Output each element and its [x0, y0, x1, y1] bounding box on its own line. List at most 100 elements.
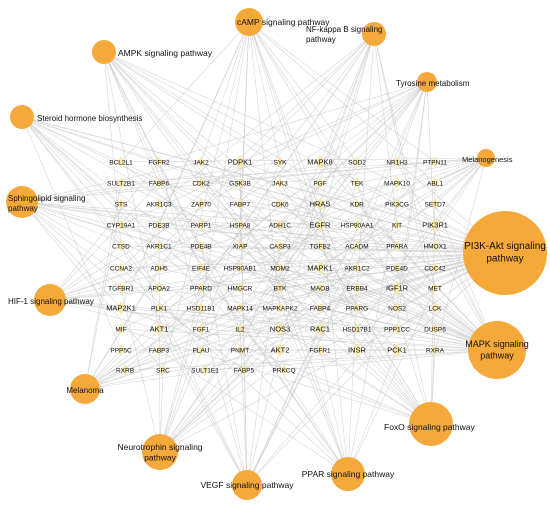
pathway-node-p10[interactable]	[468, 321, 526, 379]
pathway-node-p13[interactable]	[142, 434, 178, 470]
gene-node-maob[interactable]	[316, 282, 324, 294]
gene-node-apoa2[interactable]	[155, 282, 163, 294]
gene-node-btk[interactable]	[276, 282, 284, 294]
gene-node-hsd11b1[interactable]	[197, 302, 205, 314]
gene-node-jak2[interactable]	[197, 156, 205, 168]
pathway-node-p14[interactable]	[331, 457, 365, 491]
pathway-node-p6[interactable]	[477, 149, 495, 167]
gene-node-pgf[interactable]	[316, 177, 324, 189]
gene-node-nr1h3[interactable]	[393, 156, 401, 168]
gene-node-kdr[interactable]	[353, 198, 361, 210]
gene-node-hsp90aa1[interactable]	[353, 219, 361, 231]
pathway-node-p4[interactable]	[417, 72, 437, 92]
gene-node-pde4d[interactable]	[393, 262, 401, 274]
gene-node-fabp6[interactable]	[155, 177, 163, 189]
gene-node-tek[interactable]	[353, 177, 361, 189]
gene-node-sult1e1[interactable]	[201, 364, 209, 376]
gene-node-adh1c[interactable]	[276, 219, 284, 231]
gene-node-cdk2[interactable]	[197, 177, 205, 189]
gene-node-cyp19a1[interactable]	[117, 219, 125, 231]
pathway-node-p7[interactable]	[6, 186, 38, 218]
gene-node-ctsd[interactable]	[117, 240, 125, 252]
gene-node-hmgcr[interactable]	[236, 282, 244, 294]
gene-node-map2k1[interactable]	[116, 301, 126, 315]
gene-node-egfr[interactable]	[315, 218, 325, 232]
gene-node-syk[interactable]	[276, 156, 284, 168]
gene-node-mif[interactable]	[117, 323, 125, 335]
gene-node-hsp90ab1[interactable]	[236, 262, 244, 274]
gene-node-zap70[interactable]	[197, 198, 205, 210]
gene-node-acadm[interactable]	[353, 240, 361, 252]
gene-node-mapk8[interactable]	[315, 155, 325, 169]
gene-node-ppp5c[interactable]	[117, 344, 125, 356]
gene-node-nos3[interactable]	[275, 322, 285, 336]
gene-node-mapk14[interactable]	[236, 302, 244, 314]
gene-node-erbb4[interactable]	[353, 282, 361, 294]
gene-node-il2[interactable]	[236, 323, 244, 335]
gene-node-pik3r1[interactable]	[430, 218, 440, 232]
gene-node-bcl2l1[interactable]	[117, 156, 125, 168]
gene-node-rac1[interactable]	[315, 322, 325, 336]
gene-node-akt1[interactable]	[154, 322, 164, 336]
pathway-node-p15[interactable]	[232, 470, 262, 500]
gene-node-ccna2[interactable]	[117, 262, 125, 274]
gene-node-pdpk1[interactable]	[235, 155, 245, 169]
pathway-node-p3[interactable]	[92, 40, 116, 64]
pathway-node-p12[interactable]	[409, 402, 453, 446]
gene-node-ptpn11[interactable]	[431, 156, 439, 168]
gene-node-met[interactable]	[431, 282, 439, 294]
gene-node-cdc42[interactable]	[431, 262, 439, 274]
gene-node-plk1[interactable]	[155, 302, 163, 314]
pathway-node-p9[interactable]	[34, 284, 66, 316]
gene-node-pparg[interactable]	[353, 302, 361, 314]
gene-node-plau[interactable]	[197, 344, 205, 356]
gene-node-nos2[interactable]	[393, 302, 401, 314]
gene-node-fabp4[interactable]	[316, 302, 324, 314]
gene-node-fabp7[interactable]	[236, 198, 244, 210]
gene-node-hras[interactable]	[315, 197, 325, 211]
gene-node-cdk6[interactable]	[276, 198, 284, 210]
gene-node-fabp5[interactable]	[240, 364, 248, 376]
gene-node-hmox1[interactable]	[431, 240, 439, 252]
gene-node-eif4e[interactable]	[197, 262, 205, 274]
gene-node-prkcq[interactable]	[280, 364, 288, 376]
gene-node-pde3b[interactable]	[155, 219, 163, 231]
gene-node-kit[interactable]	[393, 219, 401, 231]
pathway-node-p5[interactable]	[10, 105, 34, 129]
gene-node-mapk10[interactable]	[393, 177, 401, 189]
gene-node-gsk3b[interactable]	[236, 177, 244, 189]
gene-node-akr1c2[interactable]	[353, 262, 361, 274]
gene-node-jak3[interactable]	[276, 177, 284, 189]
gene-node-parp1[interactable]	[197, 219, 205, 231]
pathway-node-p8[interactable]	[463, 211, 547, 295]
gene-node-hspa8[interactable]	[236, 219, 244, 231]
pathway-node-p2[interactable]	[362, 22, 386, 46]
gene-node-sult2b1[interactable]	[117, 177, 125, 189]
gene-node-pde4b[interactable]	[197, 240, 205, 252]
gene-node-xiap[interactable]	[236, 240, 244, 252]
pathway-node-p1[interactable]	[235, 8, 263, 36]
gene-node-ppp1cc[interactable]	[393, 323, 401, 335]
gene-node-abl1[interactable]	[431, 177, 439, 189]
gene-node-casp3[interactable]	[276, 240, 284, 252]
gene-node-fgfr1[interactable]	[316, 344, 324, 356]
gene-node-akt2[interactable]	[275, 343, 285, 357]
gene-node-hsd17b1[interactable]	[353, 323, 361, 335]
gene-node-pik3cg[interactable]	[393, 198, 401, 210]
gene-node-mapkapk2[interactable]	[276, 302, 284, 314]
gene-node-pck1[interactable]	[392, 343, 402, 357]
gene-node-dusp6[interactable]	[431, 323, 439, 335]
gene-node-akr1c1[interactable]	[155, 240, 163, 252]
gene-node-lck[interactable]	[431, 302, 439, 314]
gene-node-igf1r[interactable]	[392, 281, 402, 295]
gene-node-pnmt[interactable]	[236, 344, 244, 356]
gene-node-ppard[interactable]	[197, 282, 205, 294]
pathway-node-p11[interactable]	[70, 374, 100, 404]
gene-node-mapk1[interactable]	[315, 261, 325, 275]
gene-node-fgf1[interactable]	[197, 323, 205, 335]
gene-node-tgfbr1[interactable]	[117, 282, 125, 294]
gene-node-adh5[interactable]	[155, 262, 163, 274]
gene-node-rxrb[interactable]	[121, 364, 129, 376]
gene-node-mdm2[interactable]	[276, 262, 284, 274]
gene-node-ppara[interactable]	[393, 240, 401, 252]
